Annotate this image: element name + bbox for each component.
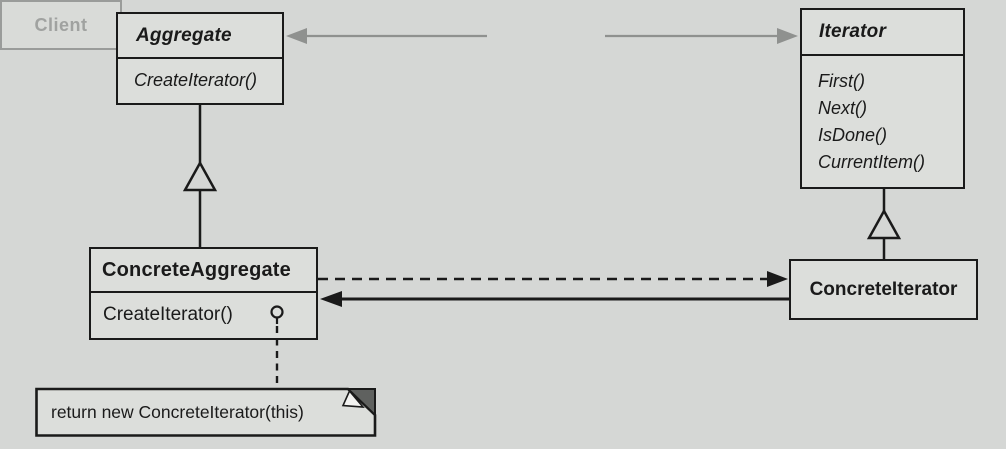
class-name-aggregate: Aggregate xyxy=(118,14,282,59)
method-iterator-isdone: IsDone() xyxy=(818,125,888,145)
note-text: return new ConcreteIterator(this) xyxy=(51,402,304,422)
class-box-concrete-iterator: ConcreteIterator xyxy=(789,259,978,320)
class-box-iterator: Iterator First() Next() IsDone() Current… xyxy=(800,8,965,189)
client-iterator-association-arrow xyxy=(605,28,798,44)
concrete-aggregate-inheritance-arrow xyxy=(182,104,218,248)
class-box-client: Client xyxy=(0,0,122,50)
method-aggregate-createiterator: CreateIterator() xyxy=(134,70,258,90)
method-iterator-first: First() xyxy=(818,71,865,91)
concrete-iterator-inheritance-arrow xyxy=(866,188,902,260)
method-concrete-aggregate-createiterator: CreateIterator() xyxy=(103,304,233,325)
class-name-concrete-aggregate: ConcreteAggregate xyxy=(91,249,316,293)
method-iterator-currentitem: CurrentItem() xyxy=(818,152,926,172)
class-box-concrete-aggregate: ConcreteAggregate CreateIterator() xyxy=(89,247,318,340)
hollow-triangle-icon xyxy=(866,208,902,240)
class-box-aggregate: Aggregate CreateIterator() xyxy=(116,12,284,105)
client-aggregate-association-arrow xyxy=(286,28,487,44)
creates-dashed-arrow xyxy=(318,271,788,287)
iterator-aggregate-solid-arrow xyxy=(320,291,789,307)
method-iterator-next: Next() xyxy=(818,98,867,118)
hollow-triangle-icon xyxy=(182,160,218,192)
class-name-iterator: Iterator xyxy=(802,10,963,56)
